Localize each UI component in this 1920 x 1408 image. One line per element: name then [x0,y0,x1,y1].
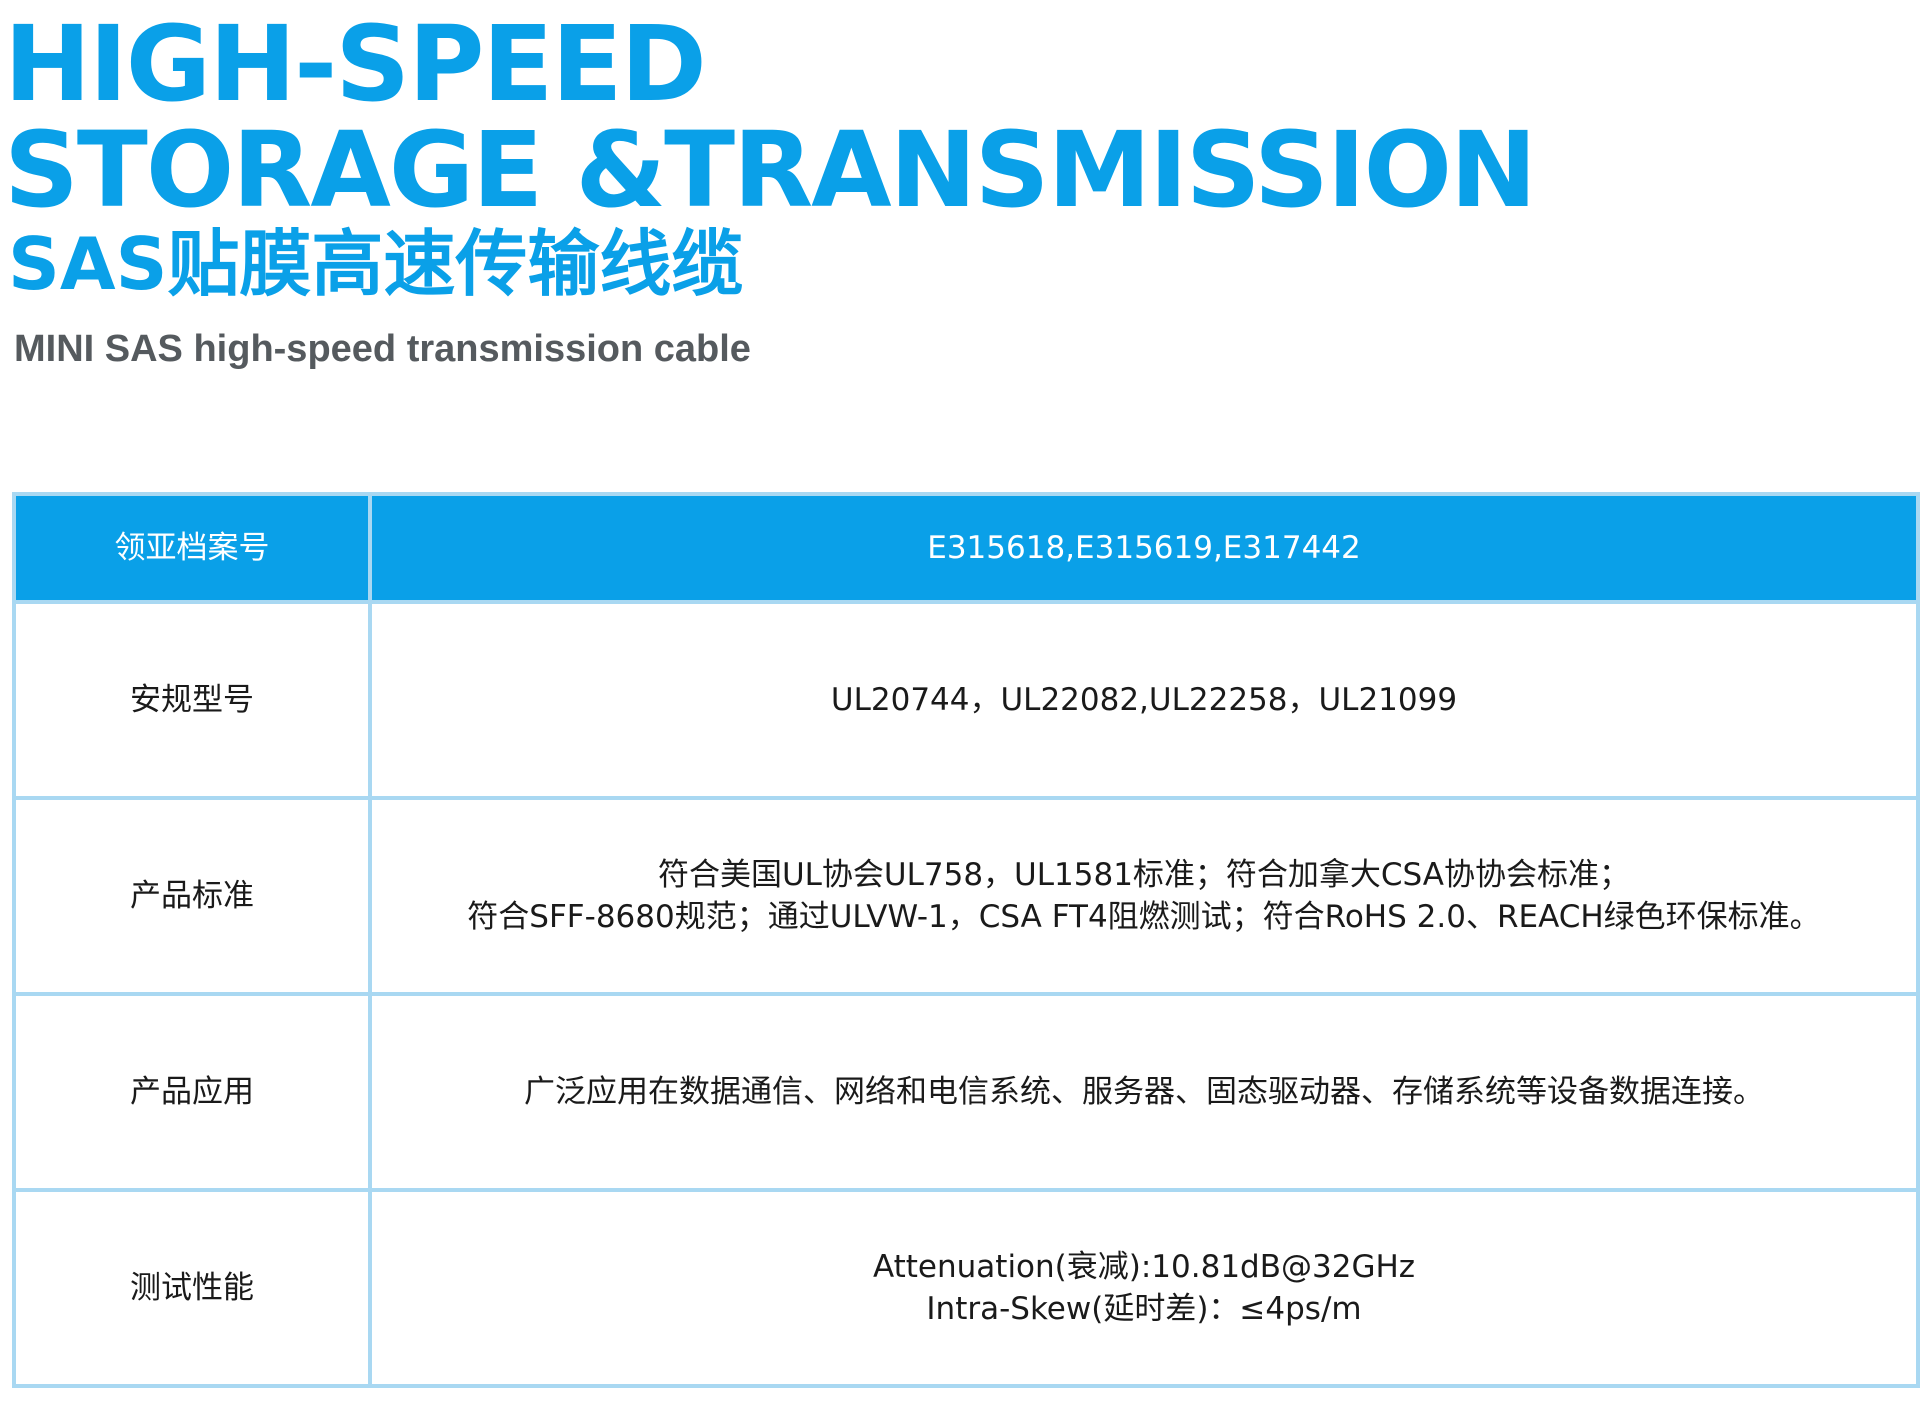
file-number-value: E315618,E315619,E317442 [368,492,1920,604]
headline-line-2: STORAGE &TRANSMISSION [4,109,1537,231]
table-row-product-standard: 产品标准 符合美国UL协会UL758，UL1581标准；符合加拿大CSA协协会标… [12,796,1920,996]
row-value: Attenuation(衰减):10.81dB@32GHz Intra-Skew… [368,1188,1920,1388]
row-value: 广泛应用在数据通信、网络和电信系统、服务器、固态驱动器、存储系统等设备数据连接。 [368,992,1920,1192]
row-value: UL20744，UL22082,UL22258，UL21099 [368,600,1920,800]
product-title-chinese: SAS贴膜高速传输线缆 [8,222,744,306]
row-value-line: UL20744，UL22082,UL22258，UL21099 [830,682,1458,718]
table-row-product-application: 产品应用 广泛应用在数据通信、网络和电信系统、服务器、固态驱动器、存储系统等设备… [12,992,1920,1192]
table-row-safety-model: 安规型号 UL20744，UL22082,UL22258，UL21099 [12,600,1920,800]
row-value-line: 广泛应用在数据通信、网络和电信系统、服务器、固态驱动器、存储系统等设备数据连接。 [524,1074,1764,1110]
file-number-label: 领亚档案号 [12,492,372,604]
row-value: 符合美国UL协会UL758，UL1581标准；符合加拿大CSA协协会标准； 符合… [368,796,1920,996]
table-header-row: 领亚档案号 E315618,E315619,E317442 [12,492,1920,604]
table-row-test-performance: 测试性能 Attenuation(衰减):10.81dB@32GHz Intra… [12,1188,1920,1388]
row-value-line: Intra-Skew(延时差)：≤4ps/m [926,1291,1362,1327]
spec-table: 领亚档案号 E315618,E315619,E317442 安规型号 UL207… [12,492,1920,1388]
row-label: 产品标准 [12,796,372,996]
headline-line-1: HIGH-SPEED [4,3,707,125]
row-value-line: 符合SFF-8680规范；通过ULVW-1，CSA FT4阻燃测试；符合RoHS… [467,899,1821,935]
row-label: 产品应用 [12,992,372,1192]
row-value-line: 符合美国UL协会UL758，UL1581标准；符合加拿大CSA协协会标准； [657,857,1631,893]
row-value-line: Attenuation(衰减):10.81dB@32GHz [872,1249,1416,1285]
row-label: 测试性能 [12,1188,372,1388]
product-title-english: MINI SAS high-speed transmission cable [14,328,751,370]
row-label: 安规型号 [12,600,372,800]
